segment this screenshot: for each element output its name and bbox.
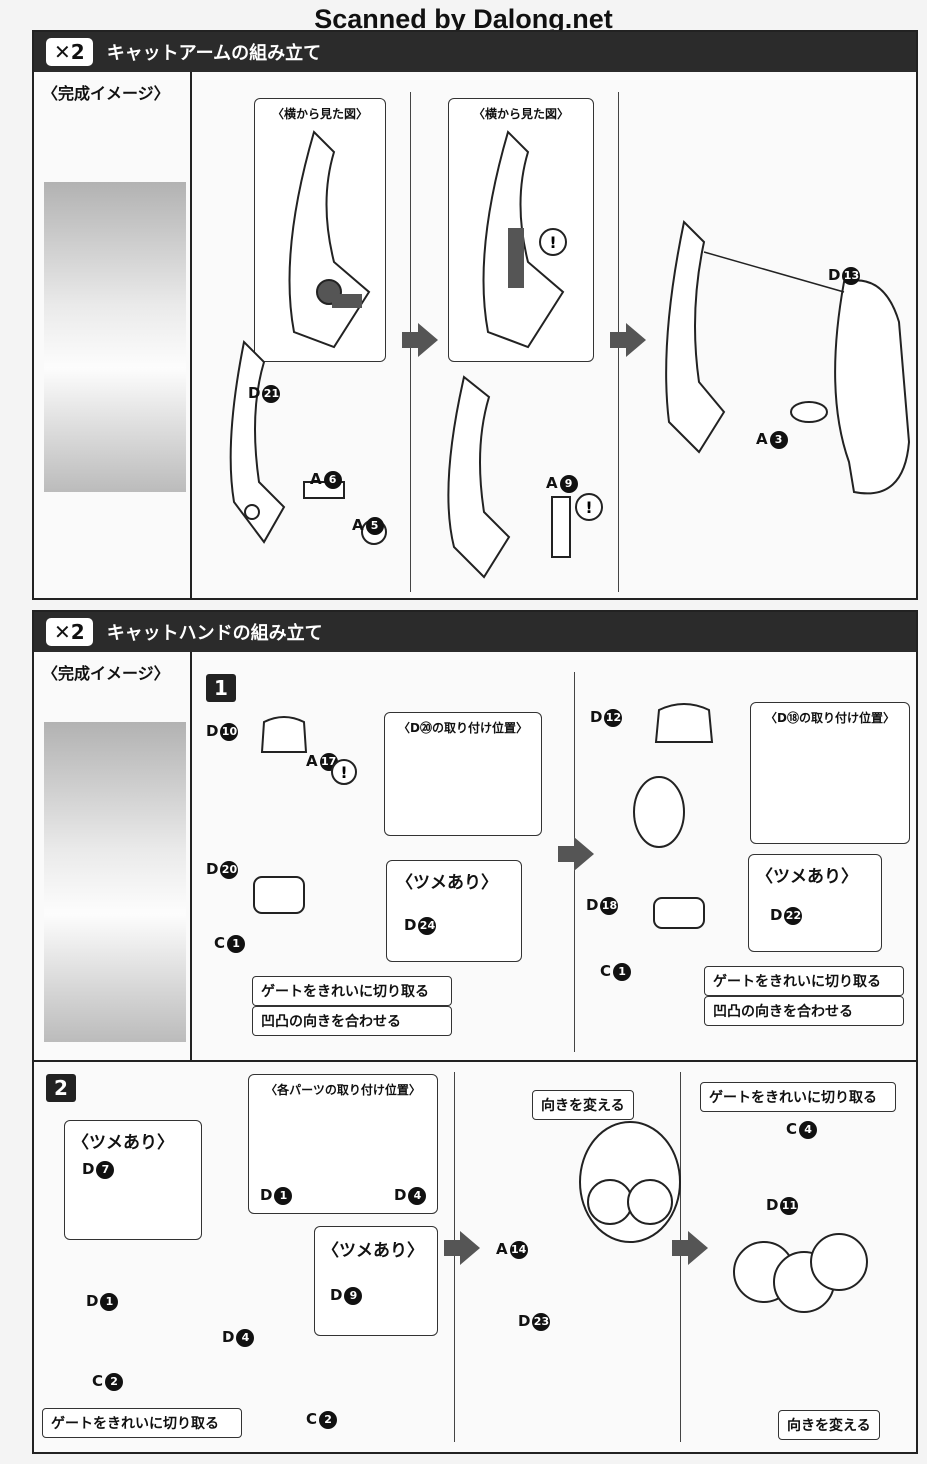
svg-text:!: !: [585, 498, 592, 517]
section-title: キャットハンドの組み立て: [106, 623, 323, 644]
completed-image-label: 〈完成イメージ〉: [42, 84, 170, 103]
step-number-2: 2: [46, 1074, 76, 1102]
arm-part-drawing: !: [447, 375, 603, 579]
completed-image-column: 〈完成イメージ〉: [34, 652, 192, 1060]
quantity-badge: ✕2: [46, 618, 93, 646]
side-view-drawing: !: [482, 130, 567, 349]
step-arrow: [444, 1240, 462, 1256]
svg-text:!: !: [549, 233, 556, 252]
step-arrow-head: [626, 323, 646, 357]
gate-note: ゲートをきれいに切り取る: [42, 1408, 242, 1438]
section-header: ✕2 キャットアームの組み立て: [34, 32, 916, 72]
d20-position-callout: 〈D⑳の取り付け位置〉: [384, 712, 542, 836]
rotate-note: 向きを変える: [778, 1410, 880, 1440]
tsume-label: 〈ツメあり〉: [322, 1241, 424, 1261]
gate-note: ゲートをきれいに切り取る: [704, 966, 904, 996]
tsume-label: 〈ツメあり〉: [72, 1133, 174, 1153]
cat-arm-section: ✕2 キャットアームの組み立て 〈完成イメージ〉 〈横から見た図〉 〈横から見た…: [32, 30, 918, 600]
step-arrow-head: [574, 837, 594, 871]
gate-note: ゲートをきれいに切り取る: [252, 976, 452, 1006]
d18-position-callout: 〈D⑱の取り付け位置〉: [750, 702, 910, 844]
arm-part-drawing: [229, 339, 387, 545]
tsume-callout: [314, 1226, 438, 1336]
svg-text:!: !: [340, 763, 347, 782]
step-arrow: [672, 1240, 690, 1256]
step-arrow: [610, 332, 628, 348]
section-header: ✕2 キャットハンドの組み立て: [34, 612, 916, 652]
step-arrow-head: [418, 323, 438, 357]
section-title: キャットアームの組み立て: [106, 43, 322, 64]
step-arrow-head: [688, 1231, 708, 1265]
gate-note: ゲートをきれいに切り取る: [700, 1082, 896, 1112]
quantity-badge: ✕2: [46, 38, 93, 66]
hand-assembly-drawing: [579, 1121, 681, 1243]
completed-arm-photo: [44, 182, 186, 492]
watermark: Scanned by Dalong.net: [314, 4, 613, 34]
tsume-label: 〈ツメあり〉: [756, 867, 858, 887]
hand-part-drawing: !: [253, 716, 357, 914]
step-arrow: [558, 846, 576, 862]
arm-assembly-drawing: [665, 219, 911, 495]
step-divider: [34, 1060, 916, 1062]
hand-assembly-drawing: [733, 1233, 868, 1313]
completed-image-label: 〈完成イメージ〉: [42, 664, 170, 683]
divider: [454, 1072, 455, 1442]
tsume-label: 〈ツメあり〉: [396, 873, 498, 893]
tsume-callout: [748, 854, 882, 952]
completed-image-column: 〈完成イメージ〉: [34, 72, 192, 598]
align-note: 凹凸の向きを合わせる: [704, 996, 904, 1026]
rotate-note: 向きを変える: [532, 1090, 634, 1120]
align-note: 凹凸の向きを合わせる: [252, 1006, 452, 1036]
tsume-callout: [64, 1120, 202, 1240]
completed-hand-photo: [44, 722, 186, 1042]
tsume-callout: [386, 860, 522, 962]
side-view-drawing: [288, 130, 371, 349]
step-arrow: [402, 332, 420, 348]
hand-part-drawing: [633, 703, 714, 929]
step-arrow-head: [460, 1231, 480, 1265]
step-number-1: 1: [206, 674, 236, 702]
cat-hand-section: ✕2 キャットハンドの組み立て 〈完成イメージ〉 1 2 〈D⑳の取り付け位置〉…: [32, 610, 918, 1454]
divider: [680, 1072, 681, 1442]
